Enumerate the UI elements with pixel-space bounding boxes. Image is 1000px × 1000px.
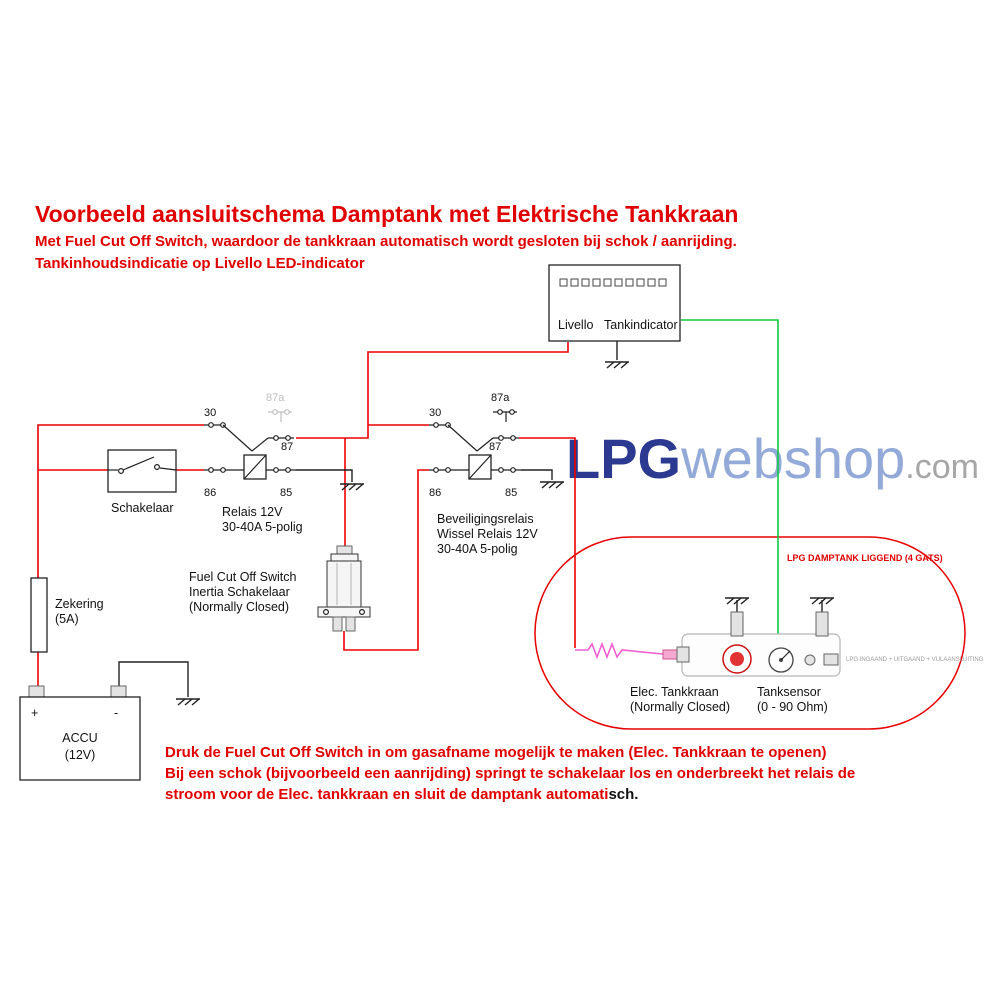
logo-dotcom: .com: [905, 448, 979, 486]
relay1-pin-87: 87: [281, 441, 293, 453]
fuse-body: [30, 577, 48, 653]
footer-line-1: Druk de Fuel Cut Off Switch in om gasafn…: [165, 744, 827, 761]
battery-terminal-minus: [110, 685, 127, 698]
relay2-pin-85: 85: [505, 487, 517, 499]
sensor-wire-green: [681, 319, 779, 648]
lpg-tank: LPG DAMPTANK LIGGEND (4 GATS): [534, 536, 966, 730]
relay1-pin-87a: 87a: [266, 392, 285, 404]
ground-icon: [539, 481, 565, 489]
ground-icon: [175, 698, 201, 706]
footer-line-3: stroom voor de Elec. tankkraan en sluit …: [165, 786, 638, 803]
logo-text: LPGwebshop.com: [566, 427, 979, 490]
mount-post: [815, 611, 829, 637]
ground-icon: [339, 483, 365, 491]
relay1-caption-1: Relais 12V: [222, 505, 283, 519]
relay2-caption-3: 30-40A 5-polig: [437, 542, 518, 556]
relay2-pin-87a: 87a: [491, 392, 510, 404]
livello-label-brand: Livello: [558, 318, 593, 332]
zekering-label-2: (5A): [55, 612, 79, 626]
power-wires-red: [37, 342, 576, 688]
tankkraan-label-2: (Normally Closed): [630, 700, 730, 714]
footer-line-3-red: stroom voor de Elec. tankkraan en sluit …: [165, 786, 608, 803]
battery-plus-sign: +: [31, 706, 38, 720]
page-title: Voorbeeld aansluitschema Damptank met El…: [35, 201, 738, 227]
zekering-fuse: Zekering (5A): [30, 577, 104, 653]
footer-line-2: Bij een schok (bijvoorbeeld een aanrijdi…: [165, 765, 855, 782]
livello-label-type: Tankindicator: [604, 318, 678, 332]
valve-wire-pink: [575, 641, 664, 660]
logo-webshop: webshop: [680, 427, 905, 490]
multivalve-plate: [681, 633, 841, 677]
page-subtitle-1: Met Fuel Cut Off Switch, waardoor de tan…: [35, 233, 737, 250]
zekering-label-1: Zekering: [55, 597, 104, 611]
mount-post: [730, 611, 744, 637]
battery-terminal-plus: [28, 685, 45, 698]
logo-lpg: LPG: [566, 427, 681, 490]
relay2-pin-87: 87: [489, 441, 501, 453]
relay1-caption-2: 30-40A 5-polig: [222, 520, 303, 534]
multivalve-assembly: LPG INGAAND + UITGAAND + VULAANSLUITING …: [630, 611, 984, 714]
relay-1: 30 87a 87 86 85 Relais 12V 30-40A 5-poli…: [204, 392, 303, 534]
fuel-switch-label-1: Fuel Cut Off Switch: [189, 570, 296, 584]
accu-battery: + - ACCU (12V): [19, 685, 141, 781]
relay2-pin-30: 30: [429, 407, 441, 419]
relay1-pin-85: 85: [280, 487, 292, 499]
schakelaar-label: Schakelaar: [111, 501, 174, 515]
tank-label: LPG DAMPTANK LIGGEND (4 GATS): [787, 553, 943, 563]
lpgwebshop-logo: LPGwebshop.com: [566, 427, 979, 490]
battery-body: [19, 696, 141, 781]
tank-outline-shape: [534, 536, 966, 730]
battery-label-2: (12V): [65, 748, 96, 762]
ground-wires: [118, 341, 835, 706]
led-lights: [559, 278, 667, 287]
relay-2: 30 87a 87 86 85 Beveiligingsrelais Wisse…: [429, 392, 538, 556]
tanksensor-label-2: (0 - 90 Ohm): [757, 700, 828, 714]
livello-indicator: Livello Tankindicator: [548, 264, 681, 342]
fuel-switch-label-2: Inertia Schakelaar: [189, 585, 290, 599]
relay2-caption-2: Wissel Relais 12V: [437, 527, 538, 541]
battery-label-1: ACCU: [62, 731, 97, 745]
tankkraan-label-1: Elec. Tankkraan: [630, 685, 719, 699]
page-subtitle-2: Tankinhoudsindicatie op Livello LED-indi…: [35, 255, 365, 272]
relay1-pin-30: 30: [204, 407, 216, 419]
footer-line-3-black: sch.: [608, 786, 638, 803]
ground-icon: [604, 361, 630, 369]
footer-note: Druk de Fuel Cut Off Switch in om gasafn…: [165, 744, 855, 803]
fuel-cutoff-switch: Fuel Cut Off Switch Inertia Schakelaar (…: [189, 545, 371, 632]
livello-box: [548, 264, 681, 342]
valve-connector-nipple: [662, 649, 678, 660]
fuel-switch-body: [326, 560, 362, 608]
schakelaar-switch: Schakelaar: [107, 449, 177, 515]
heading: Voorbeeld aansluitschema Damptank met El…: [35, 201, 738, 272]
relay1-pin-86: 86: [204, 487, 216, 499]
relay2-pin-86: 86: [429, 487, 441, 499]
fuel-switch-label-3: (Normally Closed): [189, 600, 289, 614]
battery-minus-sign: -: [114, 706, 118, 720]
relay2-caption-1: Beveiligingsrelais: [437, 512, 534, 526]
tanksensor-label-1: Tanksensor: [757, 685, 821, 699]
multivalve-fitting-note: LPG INGAAND + UITGAAND + VULAANSLUITING: [846, 657, 984, 663]
